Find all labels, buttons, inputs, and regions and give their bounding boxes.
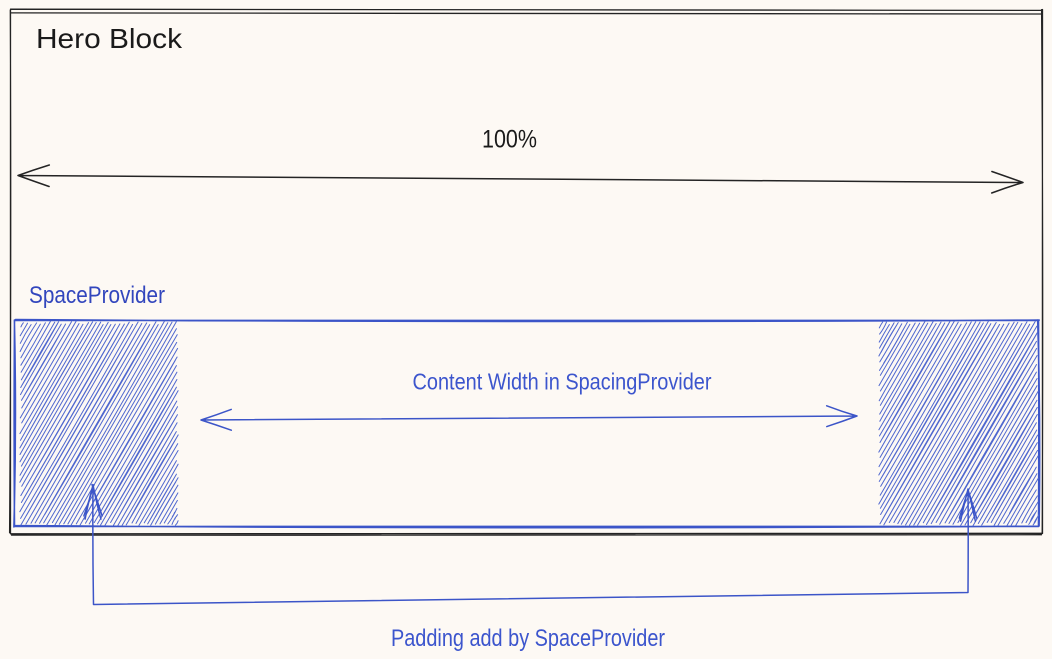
svg-text:Hero Block: Hero Block (36, 23, 183, 54)
svg-text:100%: 100% (482, 126, 537, 154)
svg-text:SpaceProvider: SpaceProvider (29, 282, 165, 309)
svg-text:Padding add by SpaceProvider: Padding add by SpaceProvider (391, 625, 665, 652)
svg-text:Content Width in SpacingProvid: Content Width in SpacingProvider (413, 369, 712, 395)
